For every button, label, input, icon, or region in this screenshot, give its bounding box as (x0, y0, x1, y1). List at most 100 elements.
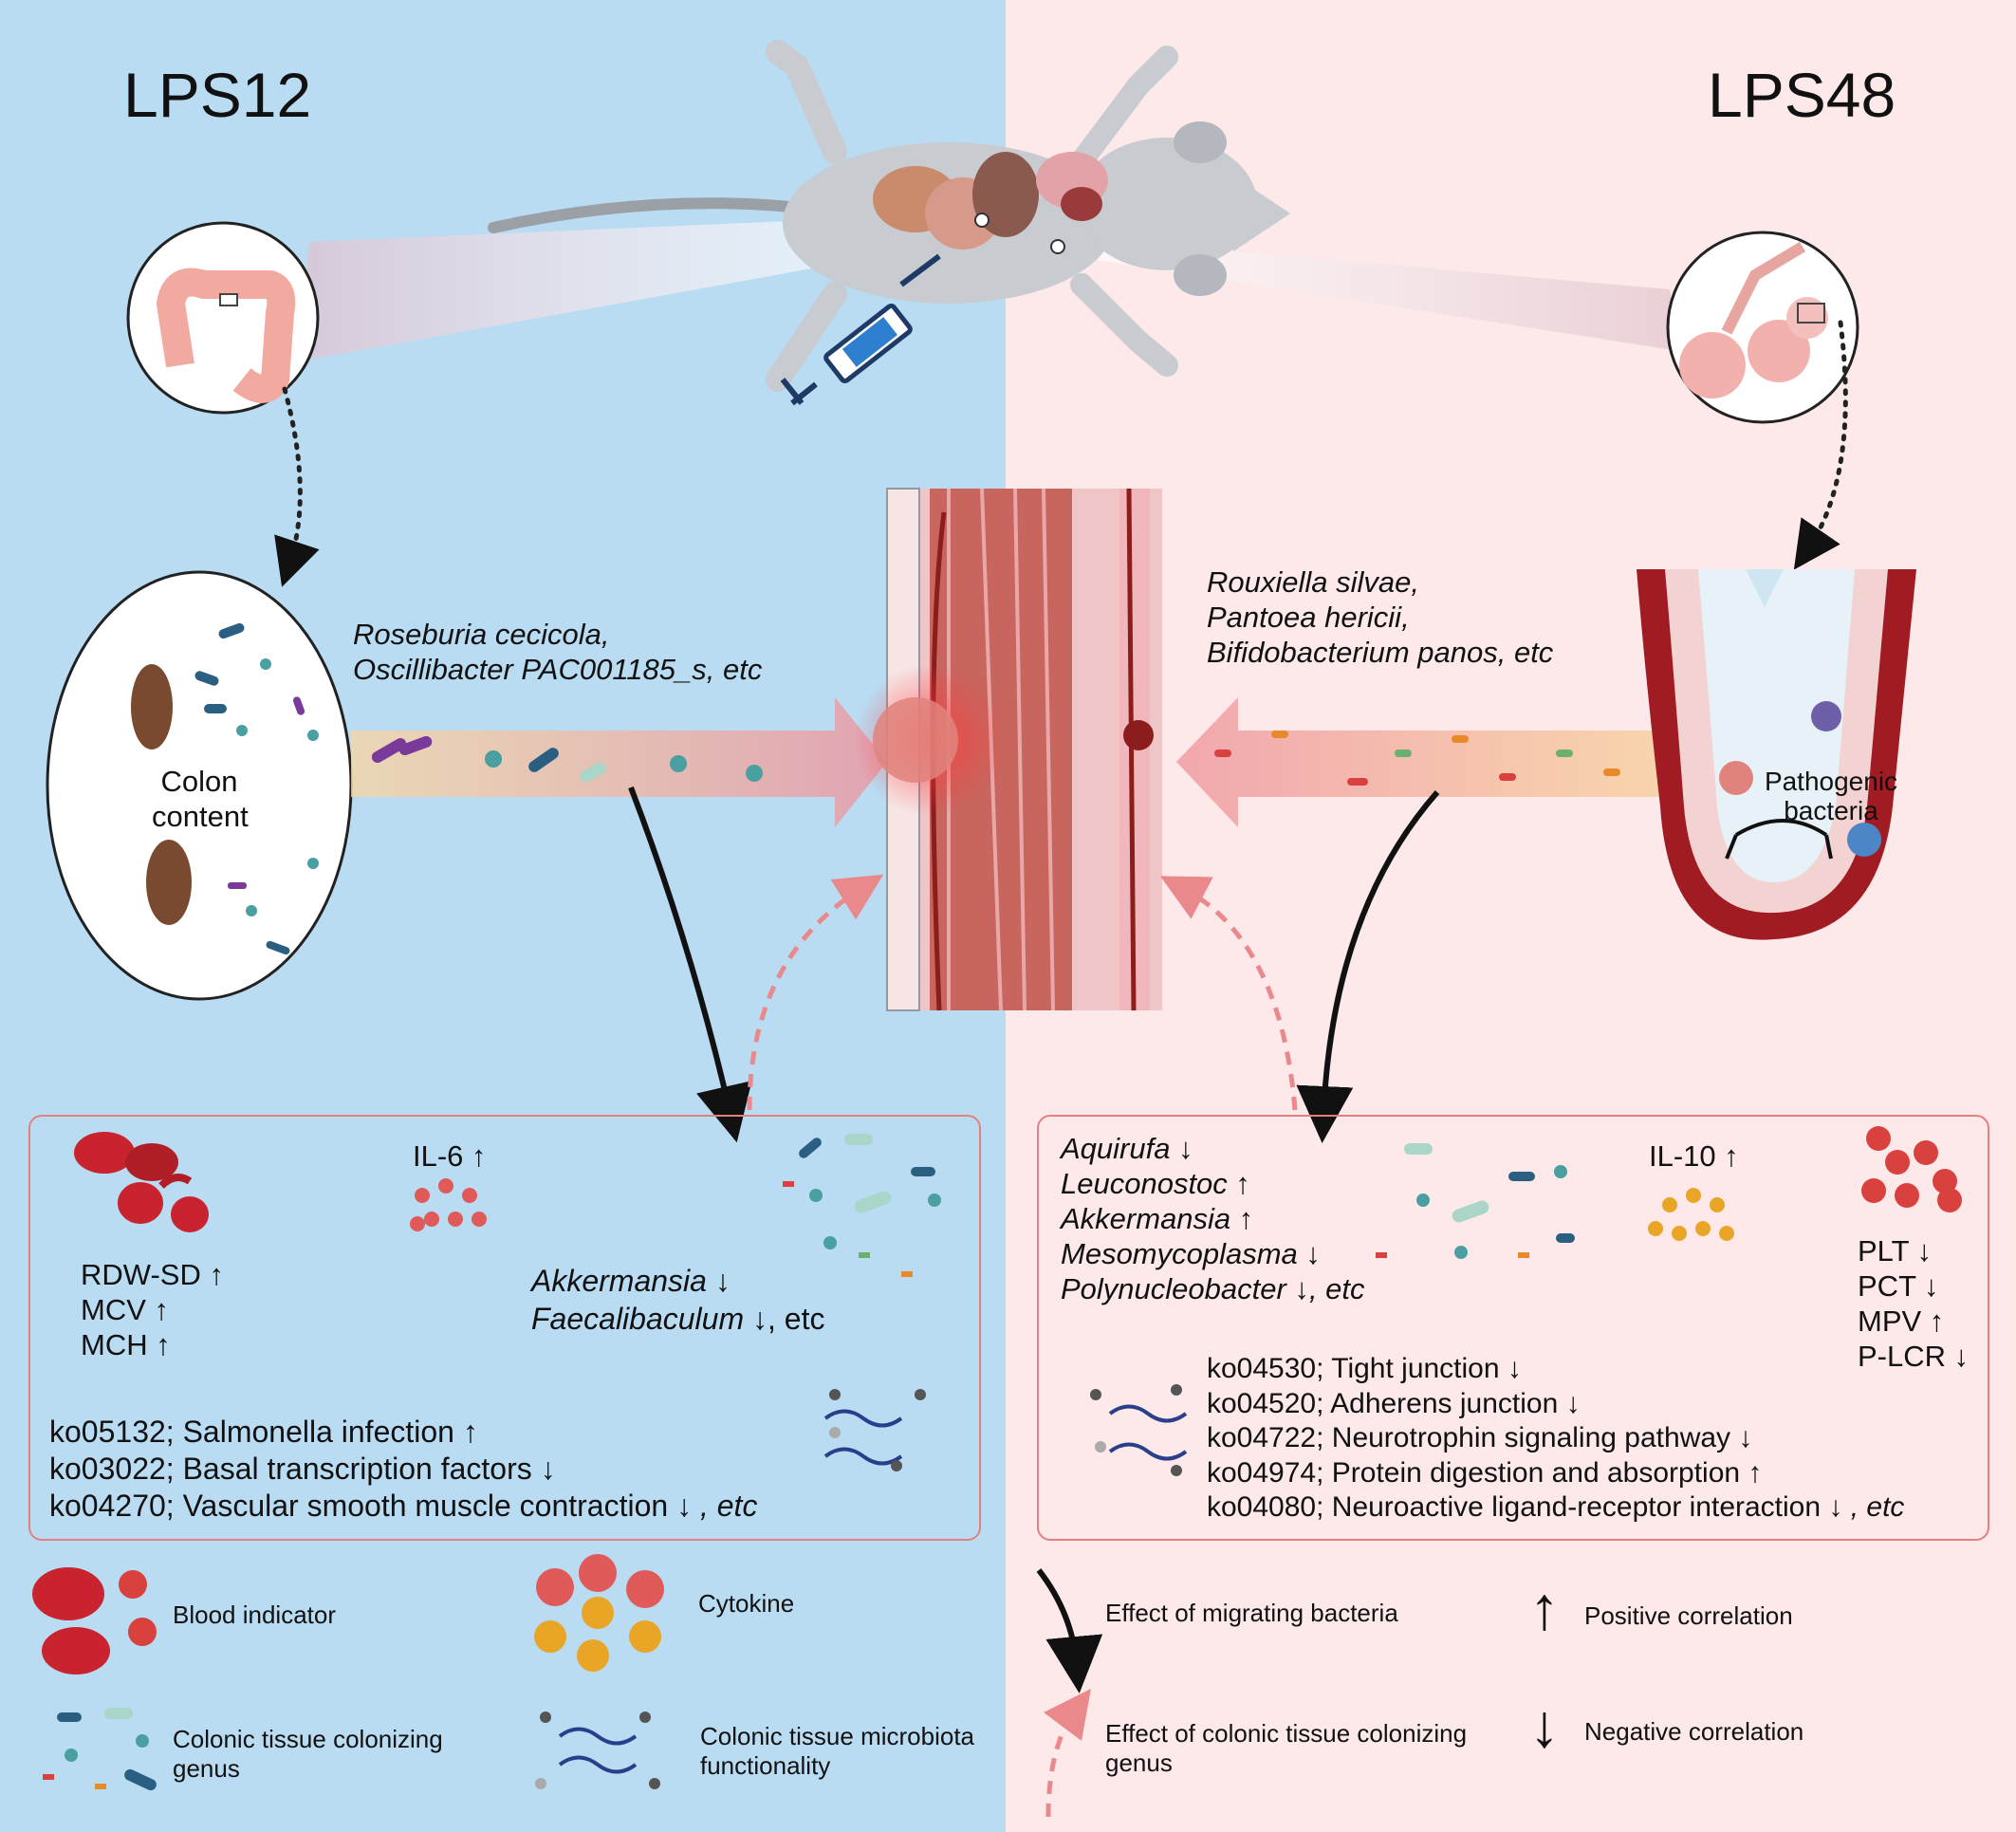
pathway-item-last: ko04270; Vascular smooth muscle contract… (49, 1488, 757, 1525)
pathway-item: ko04520; Adherens junction ↓ (1207, 1387, 1581, 1419)
beam-to-colon (304, 218, 854, 361)
lung-inset (1666, 231, 1859, 424)
right-black-arrow (1296, 790, 1440, 1143)
legend-effect-migrating-label: Effect of migrating bacteria (1105, 1599, 1398, 1627)
lps48-title: LPS48 (1708, 60, 1896, 130)
il10-cytokine-dots (1648, 1188, 1734, 1241)
pathway-item: ko04974; Protein digestion and absorptio… (1207, 1456, 1763, 1489)
lps12-results-box (28, 1115, 981, 1541)
legend-cytokine-label: Cytokine (698, 1589, 795, 1618)
left-colonizing-genus-icon (783, 1134, 941, 1277)
legend-blood-indicator-icon (32, 1567, 157, 1675)
dotted-arrow-lung (1793, 320, 1848, 570)
genus-faecalibaculum-name: Faecalibaculum (531, 1302, 745, 1336)
right-flow-arrow (1176, 697, 1660, 827)
left-bacteria-line-1: Roseburia cecicola, (353, 618, 610, 651)
legend-down-arrow-icon: ↓ (1529, 1692, 1560, 1760)
right-bacteria-line-3: Bifidobacterium panos, etc (1207, 636, 1554, 669)
right-bacteria-line-2: Pantoea hericii, (1207, 601, 1410, 634)
pathway-etc: , etc (699, 1489, 758, 1523)
blood-indicator-1: RDW-SD ↑ (81, 1258, 224, 1291)
platelet-icons (1861, 1126, 1962, 1212)
legend-colonizing-line-1: Colonic tissue colonizing (173, 1725, 443, 1753)
pathway-item: ko04530; Tight junction ↓ (1207, 1353, 1522, 1384)
legend-functionality-line-2: functionality (700, 1751, 831, 1780)
left-flow-arrow (351, 697, 887, 827)
mouse-illustration (488, 40, 1290, 392)
genus-item: Aquirufa ↓ (1061, 1132, 1193, 1165)
left-flow-bacteria (371, 735, 763, 783)
legend-up-arrow-icon: ↑ (1529, 1574, 1560, 1642)
lps48-blood-indicators: PLT ↓ PCT ↓ MPV ↑ P-LCR ↓ (1858, 1233, 1969, 1374)
genus-faecalibaculum-direction: ↓, etc (752, 1302, 825, 1336)
lps48-results-box (1037, 1115, 1989, 1541)
legend-functionality-line-1: Colonic tissue microbiota (700, 1722, 975, 1750)
right-colonizing-genus-icon (1376, 1143, 1575, 1259)
genus-akkermansia: Akkermansia ↓ (531, 1264, 731, 1298)
pathogen-line-2: bacteria (1784, 796, 1878, 825)
legend-colonizing-genus-icon (43, 1708, 157, 1791)
legend-colonizing-genus-label: Colonic tissue colonizing genus (173, 1725, 443, 1784)
legend-colonizing-line-2: genus (173, 1754, 240, 1783)
left-bacteria-line-2: Oscillibacter PAC001185_s, etc (353, 653, 763, 686)
genus-polynucleobacter-direction: ↓, etc (1294, 1272, 1365, 1305)
genus-faecalibaculum: Faecalibaculum ↓, etc (531, 1300, 824, 1338)
right-bacteria-line-1: Rouxiella silvae, (1207, 565, 1419, 599)
legend-functionality-label: Colonic tissue microbiota functionality (700, 1722, 974, 1781)
blood-indicator-2: MCV ↑ (81, 1293, 169, 1326)
lps48-genus-list: Aquirufa ↓ Leuconostoc ↑ Akkermansia ↑ M… (1061, 1131, 1365, 1306)
right-flow-bacteria (1214, 731, 1620, 786)
legend-pink-dashed-arrow-icon (1044, 1688, 1091, 1818)
genus-item-last: Polynucleobacter ↓, etc (1061, 1271, 1365, 1306)
lps12-blood-indicators: RDW-SD ↑ MCV ↑ MCH ↑ (81, 1257, 224, 1362)
genus-polynucleobacter-name: Polynucleobacter (1061, 1272, 1286, 1305)
left-pink-dashed-arrow (747, 874, 884, 1111)
blood-indicator-mpv: MPV ↑ (1858, 1305, 1945, 1338)
lps48-pathway-list: ko04530; Tight junction ↓ ko04520; Adher… (1207, 1352, 1904, 1526)
legend-cytokine-icon (534, 1554, 664, 1672)
right-pink-dashed-arrow (1159, 876, 1298, 1111)
genus-item: Leuconostoc ↑ (1061, 1167, 1250, 1200)
legend-blood-indicator-label: Blood indicator (173, 1601, 336, 1629)
colon-content-ellipse (46, 570, 353, 1001)
il6-label: IL-6 ↑ (413, 1139, 487, 1173)
pathogenic-bacteria-label: Pathogenic bacteria (1746, 767, 1916, 825)
blood-indicator-plt: PLT ↓ (1858, 1234, 1933, 1268)
genus-item: Akkermansia ↑ (1061, 1202, 1254, 1235)
pathway-item: ko03022; Basal transcription factors ↓ (49, 1452, 556, 1486)
genus-item: Mesomycoplasma ↓ (1061, 1237, 1321, 1270)
syringe-icon (780, 253, 941, 406)
blood-indicator-plcr: P-LCR ↓ (1858, 1340, 1970, 1373)
legend-effect-colonizing-line-1: Effect of colonic tissue colonizing (1105, 1719, 1468, 1748)
colon-content-label: Colon content (152, 765, 249, 833)
blood-indicator-pct: PCT ↓ (1858, 1269, 1939, 1303)
left-bacteria-label: Roseburia cecicola, Oscillibacter PAC001… (353, 617, 762, 687)
right-functionality-icon (1090, 1384, 1188, 1476)
blood-indicator-3: MCH ↑ (81, 1328, 171, 1361)
left-functionality-icon (823, 1389, 926, 1471)
pathway-item: ko04722; Neurotrophin signaling pathway … (1207, 1422, 1753, 1453)
pathogen-line-1: Pathogenic (1764, 767, 1898, 796)
pathway-item-last: ko04080; Neuroactive ligand-receptor int… (1207, 1490, 1904, 1526)
legend-positive-label: Positive correlation (1584, 1601, 1793, 1630)
dotted-arrow-colon (274, 386, 320, 587)
left-black-arrow (628, 786, 752, 1143)
il6-cytokine-dots (410, 1178, 487, 1231)
left-blood-cells-icon (74, 1132, 209, 1232)
colon-inset (126, 221, 320, 415)
legend-effect-colonizing-line-2: genus (1105, 1749, 1173, 1777)
lps12-title: LPS12 (123, 60, 312, 130)
beam-to-lung (1072, 237, 1679, 351)
legend-black-arrow-icon (1036, 1568, 1103, 1693)
damage-cluster (873, 697, 958, 783)
legend-negative-label: Negative correlation (1584, 1717, 1804, 1746)
pathway-item: ko05132; Salmonella infection ↑ (49, 1415, 478, 1449)
pathway-item-last-text: ko04080; Neuroactive ligand-receptor int… (1207, 1491, 1851, 1523)
pathway-item-last-text: ko04270; Vascular smooth muscle contract… (49, 1489, 700, 1523)
il10-label: IL-10 ↑ (1649, 1139, 1739, 1173)
lps12-genus-list: Akkermansia ↓ Faecalibaculum ↓, etc (531, 1262, 824, 1338)
legend-functionality-icon (535, 1712, 660, 1789)
legend-effect-colonizing-label: Effect of colonic tissue colonizing genu… (1105, 1719, 1467, 1778)
crypt-illustration (1637, 569, 1916, 940)
